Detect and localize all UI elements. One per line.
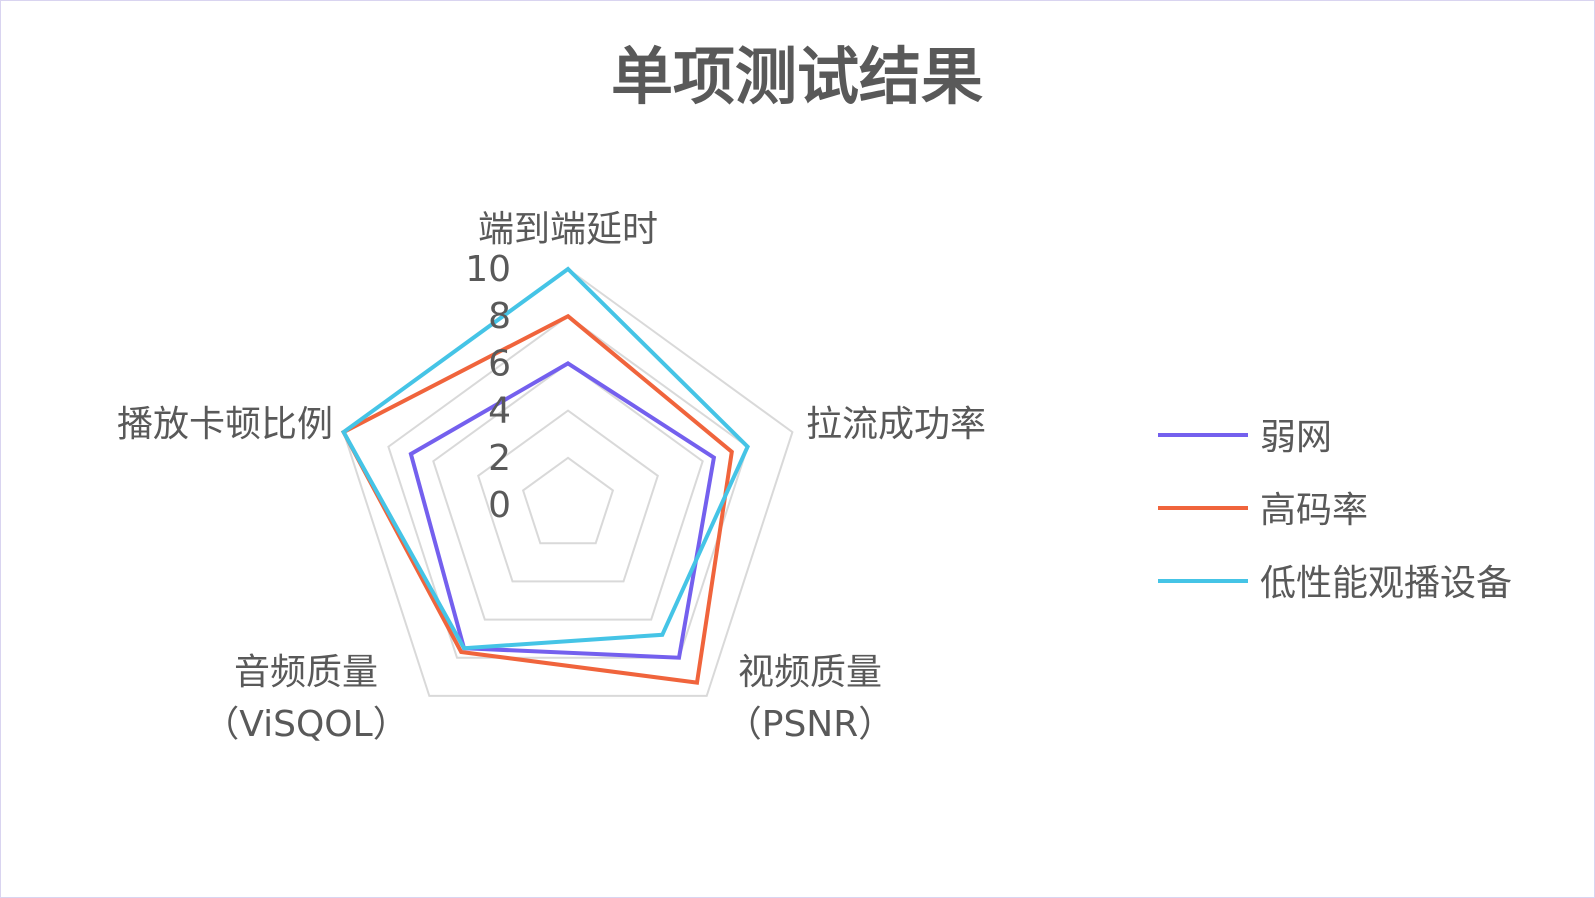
series-line-1 bbox=[340, 313, 734, 685]
grid-ring-4 bbox=[387, 314, 749, 659]
radar-tick-labels: 0 2 4 6 8 10 bbox=[465, 249, 511, 526]
tick-label: 0 bbox=[488, 485, 511, 526]
axis-label-0: 端到端延时 bbox=[478, 209, 658, 250]
tick-label: 4 bbox=[488, 391, 511, 432]
tick-label: 2 bbox=[488, 438, 511, 479]
chart-title: 单项测试结果 bbox=[611, 40, 983, 113]
axis-label-2: （PSNR） bbox=[726, 704, 895, 745]
grid-ring-3 bbox=[432, 362, 704, 621]
legend-label: 低性能观播设备 bbox=[1260, 563, 1512, 604]
legend-label: 高码率 bbox=[1260, 490, 1368, 531]
tick-label: 6 bbox=[488, 343, 511, 384]
grid-ring-5 bbox=[342, 267, 794, 697]
radar-series bbox=[340, 266, 750, 685]
tick-label: 10 bbox=[465, 249, 511, 290]
axis-label-2: 视频质量 bbox=[738, 652, 882, 693]
axis-label-4: 播放卡顿比例 bbox=[117, 404, 333, 445]
axis-label-3: 音频质量 bbox=[234, 652, 378, 693]
legend-label: 弱网 bbox=[1260, 417, 1332, 458]
series-line-0 bbox=[408, 361, 717, 660]
grid-ring-2 bbox=[477, 409, 659, 583]
series-line-2 bbox=[340, 266, 750, 651]
axis-label-3: （ViSQOL） bbox=[203, 704, 408, 745]
grid-ring-1 bbox=[521, 456, 615, 545]
axis-label-1: 拉流成功率 bbox=[806, 404, 986, 445]
radar-grid bbox=[342, 267, 794, 697]
tick-label: 8 bbox=[488, 296, 511, 337]
